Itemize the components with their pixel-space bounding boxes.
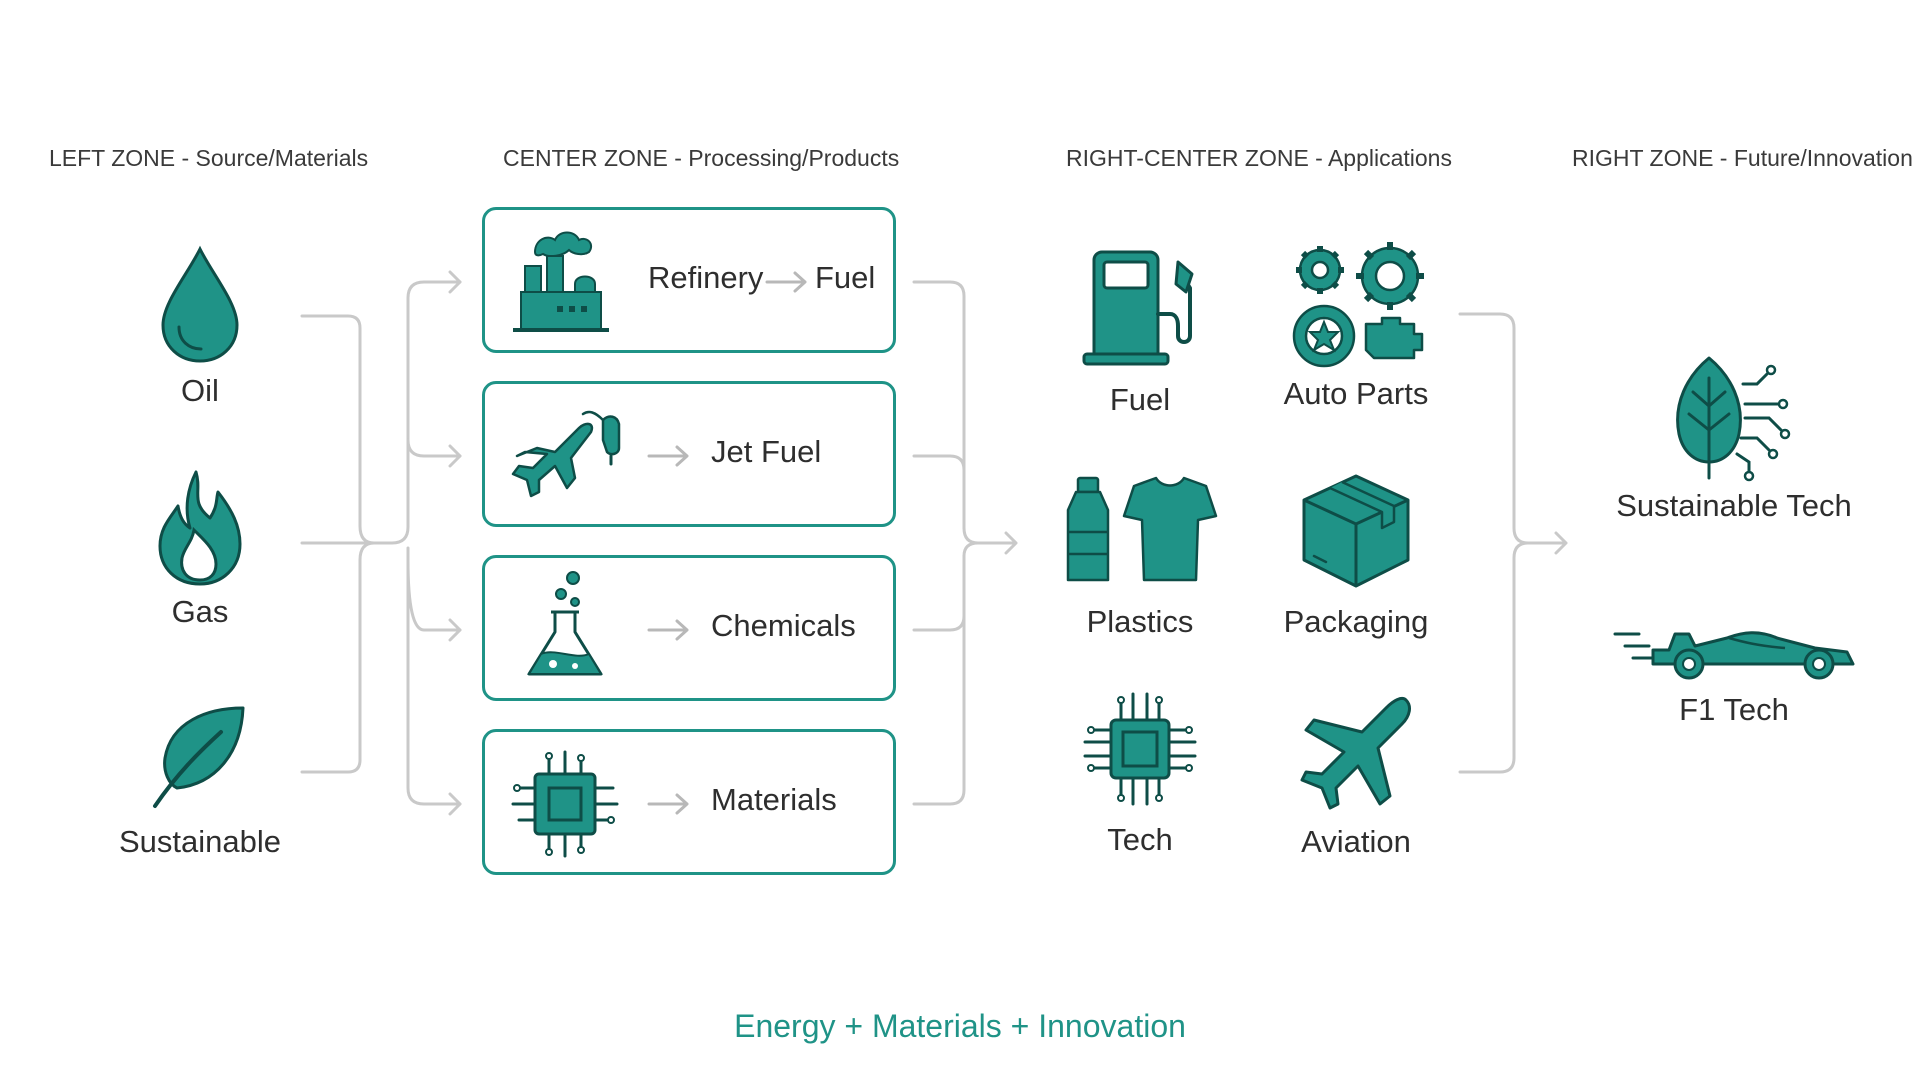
process-box-chemicals: Chemicals	[482, 555, 896, 701]
source-oil: Oil	[70, 245, 330, 409]
connector-process-out	[912, 280, 980, 545]
gears-tire-engine-icon	[1292, 242, 1424, 368]
connector-sustainable	[300, 541, 376, 774]
refinery-factory-icon	[513, 231, 609, 332]
zone-header-center: CENTER ZONE - Processing/Products	[503, 145, 900, 171]
fuel-pump-icon	[1082, 250, 1194, 366]
arrow-right-icon	[647, 445, 689, 467]
box-icon	[1302, 474, 1410, 588]
app-label: Packaging	[1283, 604, 1429, 639]
future-label: F1 Tech	[1679, 692, 1789, 727]
app-packaging: Packaging	[1246, 472, 1466, 640]
source-label: Sustainable	[118, 824, 281, 859]
process-box-refinery: Refinery Fuel	[482, 207, 896, 353]
airplane-fuel-nozzle-icon	[511, 410, 621, 498]
flask-icon	[527, 571, 603, 676]
future-sustainable-tech: Sustainable Tech	[1584, 354, 1884, 524]
zone-header-left: LEFT ZONE - Source/Materials	[49, 145, 369, 171]
app-auto-parts: Auto Parts	[1246, 240, 1466, 412]
app-label: Plastics	[1086, 604, 1194, 639]
connector-applications-out	[1458, 312, 1530, 545]
app-aviation: Aviation	[1246, 692, 1466, 860]
process-box-jet-fuel: Jet Fuel	[482, 381, 896, 527]
bottle-shirt-icon	[1066, 476, 1218, 582]
source-label: Gas	[171, 594, 229, 629]
connector-fan	[372, 280, 462, 545]
connector-oil	[300, 314, 376, 545]
process-output-label: Chemicals	[711, 608, 856, 643]
process-output-label: Materials	[711, 782, 837, 817]
arrow-right-icon	[765, 271, 807, 293]
process-output-label: Fuel	[815, 260, 876, 295]
microchip-icon	[511, 750, 619, 858]
zone-header-right: RIGHT ZONE - Future/Innovation	[1572, 145, 1913, 171]
app-tech: Tech	[1030, 690, 1250, 858]
app-fuel: Fuel	[1030, 244, 1250, 418]
process-source-label: Refinery	[648, 260, 764, 295]
airplane-icon	[1300, 696, 1411, 810]
oil-drop-icon	[161, 245, 239, 363]
flame-icon	[158, 470, 242, 586]
future-f1-tech: F1 Tech	[1584, 612, 1884, 728]
circuit-leaf-icon	[1676, 356, 1791, 482]
arrow-right-icon	[647, 793, 689, 815]
chip-icon	[1083, 692, 1197, 806]
process-box-materials: Materials	[482, 729, 896, 875]
source-label: Oil	[181, 373, 219, 408]
race-car-icon	[1613, 631, 1855, 680]
arrow-right-icon	[647, 619, 689, 641]
app-label: Fuel	[1109, 382, 1171, 417]
source-gas: Gas	[70, 468, 330, 630]
app-plastics: Plastics	[1030, 474, 1250, 640]
source-sustainable: Sustainable	[70, 700, 330, 860]
process-output-label: Jet Fuel	[711, 434, 822, 469]
app-label: Auto Parts	[1283, 376, 1429, 411]
app-label: Tech	[1107, 822, 1173, 857]
future-label: Sustainable Tech	[1616, 488, 1852, 523]
fan-arrowheads	[448, 270, 462, 816]
zone-header-right-center: RIGHT-CENTER ZONE - Applications	[1066, 145, 1452, 171]
leaf-icon	[153, 706, 245, 808]
app-label: Aviation	[1301, 824, 1411, 859]
footer-tagline: Energy + Materials + Innovation	[734, 1008, 1186, 1044]
